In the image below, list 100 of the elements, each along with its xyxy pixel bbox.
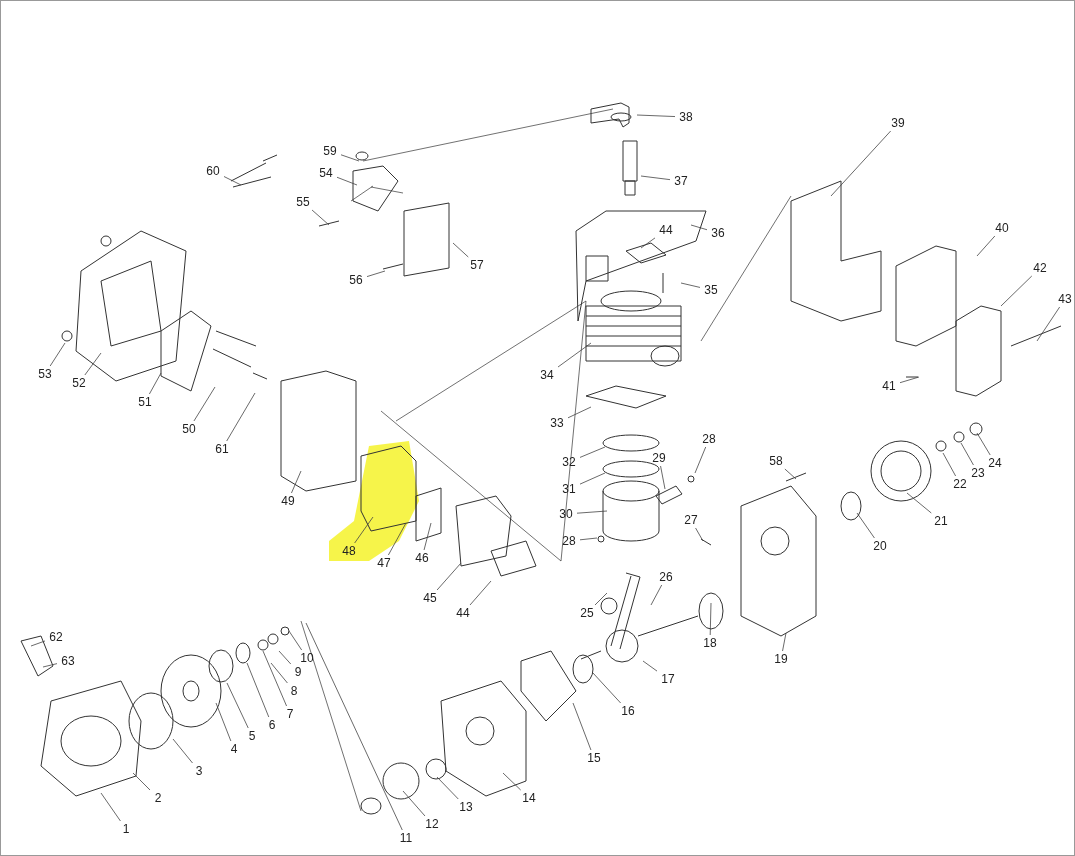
leader-line [215, 702, 232, 742]
callout-number: 20 [873, 539, 887, 553]
leader-line [226, 682, 249, 729]
leader-line [436, 776, 459, 800]
leader-line [340, 154, 360, 162]
callout-number: 48 [342, 544, 356, 558]
callout-number: 8 [290, 684, 298, 698]
callout-number: 53 [38, 367, 52, 381]
leader-line [223, 176, 242, 186]
callout-number: 45 [423, 591, 437, 605]
leader-line [311, 209, 330, 226]
leader-line [640, 175, 671, 181]
leader-line [278, 650, 292, 665]
leader-line [709, 602, 712, 636]
leader-line [84, 352, 102, 376]
leader-line [942, 452, 956, 477]
callout-number: 25 [580, 606, 594, 620]
leader-line [226, 392, 256, 442]
callout-number: 51 [138, 395, 152, 409]
leader-line [402, 790, 426, 817]
leader-line [976, 235, 996, 257]
callout-number: 26 [659, 570, 673, 584]
callout-number: 56 [349, 273, 363, 287]
leader-line [976, 432, 991, 456]
leader-line [423, 522, 432, 551]
leader-line [172, 738, 193, 764]
leader-line [42, 663, 58, 668]
callout-number: 43 [1058, 292, 1072, 306]
leader-line [288, 630, 303, 651]
callout-number: 54 [319, 166, 333, 180]
callout-number: 37 [674, 174, 688, 188]
callout-number: 39 [891, 116, 905, 130]
callout-number: 21 [934, 514, 948, 528]
leader-line [906, 492, 932, 514]
leader-line [452, 242, 469, 258]
callout-number: 2 [154, 791, 162, 805]
callout-number: 14 [522, 791, 536, 805]
leader-line [640, 237, 656, 249]
callout-number: 15 [587, 751, 601, 765]
leader-line [502, 772, 522, 791]
callout-number: 49 [281, 494, 295, 508]
callout-number: 16 [621, 704, 635, 718]
leader-line [262, 650, 287, 707]
callout-number: 9 [294, 665, 302, 679]
callout-number: 17 [661, 672, 675, 686]
leader-line [193, 386, 216, 422]
callout-number: 18 [703, 636, 717, 650]
callout-number: 3 [195, 764, 203, 778]
callout-number: 31 [562, 482, 576, 496]
leader-line [579, 472, 606, 485]
callout-number: 28 [562, 534, 576, 548]
leader-line [784, 468, 797, 480]
leader-line [579, 446, 606, 458]
leader-line [1000, 275, 1033, 307]
callout-number: 10 [300, 651, 314, 665]
leader-line [690, 224, 708, 231]
leader-line [782, 632, 787, 652]
callout-number: 52 [72, 376, 86, 390]
leader-line [592, 672, 622, 704]
leader-line [680, 282, 701, 288]
callout-number: 5 [248, 729, 256, 743]
callout-number: 47 [377, 556, 391, 570]
callout-number: 29 [652, 451, 666, 465]
leader-line [899, 376, 920, 384]
leader-line [1036, 306, 1061, 342]
callout-number: 1 [122, 822, 130, 836]
callout-number: 40 [995, 221, 1009, 235]
callout-number: 22 [953, 477, 967, 491]
leader-line [100, 792, 121, 822]
callout-number: 59 [323, 144, 337, 158]
leader-line [436, 562, 462, 591]
leader-line [572, 702, 592, 751]
callout-number: 44 [659, 223, 673, 237]
leader-line [291, 470, 302, 494]
callout-number: 11 [399, 831, 413, 845]
callout-number: 23 [971, 466, 985, 480]
leader-line [366, 270, 386, 277]
leader-line [557, 342, 592, 368]
leader-line [388, 522, 407, 556]
leader-line [305, 622, 403, 831]
callout-number: 42 [1033, 261, 1047, 275]
leader-line [132, 772, 151, 791]
callout-number: 57 [470, 258, 484, 272]
callout-number: 60 [206, 164, 220, 178]
leader-line [30, 640, 46, 647]
leader-line [856, 512, 875, 539]
callout-number: 38 [679, 110, 693, 124]
callout-number: 7 [286, 707, 294, 721]
callout-number: 12 [425, 817, 439, 831]
callout-number: 55 [296, 195, 310, 209]
callout-number: 19 [774, 652, 788, 666]
leader-line [660, 465, 666, 490]
callout-number: 36 [711, 226, 725, 240]
callout-number: 50 [182, 422, 196, 436]
leader-line [149, 372, 162, 395]
callout-number: 24 [988, 456, 1002, 470]
callout-number: 44 [456, 606, 470, 620]
callout-number: 6 [268, 718, 276, 732]
callout-number: 34 [540, 368, 554, 382]
callout-number: 32 [562, 455, 576, 469]
